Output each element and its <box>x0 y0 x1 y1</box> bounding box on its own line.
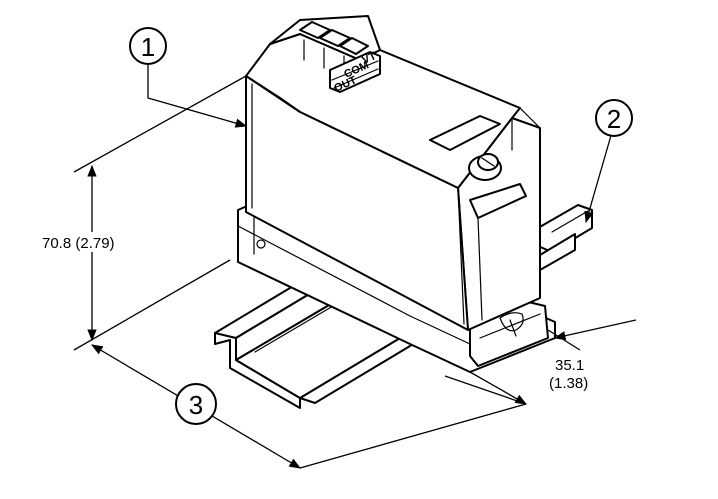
callout-number-1: 1 <box>141 32 155 62</box>
terminal-label-vt: VT <box>360 50 378 67</box>
callout-balloon-2 <box>595 99 633 137</box>
callout-3: 3 <box>175 383 217 425</box>
callout-number-3: 3 <box>189 390 203 420</box>
depth-dimension-mm: 35.1 <box>555 357 584 374</box>
callout-number-2: 2 <box>607 104 621 134</box>
callout-2: 2 <box>584 99 633 224</box>
callout-1: 1 <box>129 27 248 128</box>
callout-balloon-1 <box>129 27 167 65</box>
height-dimension: 70.8 (2.79) <box>40 75 247 351</box>
height-dimension-label: 70.8 (2.79) <box>42 235 115 252</box>
depth-dimension: 35.1 (1.38) <box>444 319 637 405</box>
module-body <box>245 15 541 331</box>
callout-balloon-3 <box>175 383 217 425</box>
depth-dimension-in: (1.38) <box>549 375 588 392</box>
